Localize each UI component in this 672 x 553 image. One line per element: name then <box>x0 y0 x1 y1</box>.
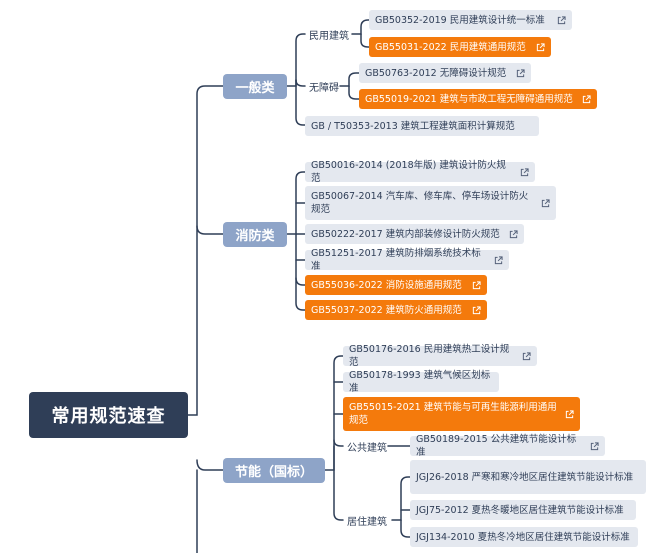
standard-label: GB50189-2015 公共建筑节能设计标准 <box>416 434 577 458</box>
standard-label: GB55036-2022 消防设施通用规范 <box>311 279 462 291</box>
standard-leaf[interactable]: GB50189-2015 公共建筑节能设计标准 <box>410 434 605 458</box>
standard-label: GB / T50353-2013 建筑工程建筑面积计算规范 <box>311 120 515 132</box>
standard-label: GB50067-2014 汽车库、修车库、停车场设计防火规范 <box>311 191 529 215</box>
standard-leaf[interactable]: GB50352-2019 民用建筑设计统一标准 <box>369 10 572 30</box>
standard-leaf[interactable]: GB51251-2017 建筑防排烟系统技术标准 <box>305 248 509 272</box>
standard-label: JGJ26-2018 严寒和寒冷地区居住建筑节能设计标准 <box>416 471 634 483</box>
external-link-icon[interactable] <box>541 198 550 208</box>
standard-label: GB50763-2012 无障碍设计规范 <box>365 67 507 79</box>
category-general[interactable]: 一般类 <box>223 74 287 99</box>
subgroup-civil: 民用建筑 <box>309 30 349 42</box>
standard-label: GB50016-2014 (2018年版) 建筑设计防火规范 <box>311 160 506 184</box>
standard-leaf-highlighted[interactable]: GB55037-2022 建筑防火通用规范 <box>305 300 487 320</box>
standard-leaf[interactable]: GB50016-2014 (2018年版) 建筑设计防火规范 <box>305 160 535 184</box>
standard-label: GB50222-2017 建筑内部装修设计防火规范 <box>311 228 500 240</box>
standard-label: GB55031-2022 民用建筑通用规范 <box>375 41 526 53</box>
standard-leaf-highlighted[interactable]: GB55019-2021 建筑与市政工程无障碍通用规范 <box>359 89 597 109</box>
standard-leaf[interactable]: JGJ75-2012 夏热冬暖地区居住建筑节能设计标准 <box>410 500 636 520</box>
subgroup-barrier: 无障碍 <box>309 82 339 94</box>
category-energy[interactable]: 节能（国标） <box>223 458 325 483</box>
standard-leaf[interactable]: GB50176-2016 民用建筑热工设计规范 <box>343 344 537 368</box>
standard-label: GB55019-2021 建筑与市政工程无障碍通用规范 <box>365 93 573 105</box>
subgroup-public: 公共建筑 <box>347 442 387 454</box>
standard-label: GB50178-1993 建筑气候区划标准 <box>349 370 491 394</box>
mindmap-root: 常用规范速查 <box>29 392 188 438</box>
standard-leaf[interactable]: JGJ134-2010 夏热冬冷地区居住建筑节能设计标准 <box>410 527 638 547</box>
external-link-icon[interactable] <box>557 15 566 25</box>
standard-label: GB50352-2019 民用建筑设计统一标准 <box>375 14 545 26</box>
external-link-icon[interactable] <box>494 255 503 265</box>
subgroup-residential: 居住建筑 <box>347 516 387 528</box>
external-link-icon[interactable] <box>472 305 481 315</box>
standard-leaf[interactable]: GB50222-2017 建筑内部装修设计防火规范 <box>305 224 524 244</box>
external-link-icon[interactable] <box>522 351 531 361</box>
external-link-icon[interactable] <box>509 229 518 239</box>
external-link-icon[interactable] <box>516 68 525 78</box>
external-link-icon[interactable] <box>565 409 574 419</box>
external-link-icon[interactable] <box>472 280 481 290</box>
external-link-icon[interactable] <box>536 42 545 52</box>
external-link-icon[interactable] <box>520 167 529 177</box>
external-link-icon[interactable] <box>582 94 591 104</box>
standard-leaf[interactable]: JGJ26-2018 严寒和寒冷地区居住建筑节能设计标准 <box>410 460 646 494</box>
standard-label: GB50176-2016 民用建筑热工设计规范 <box>349 344 510 368</box>
standard-label: JGJ75-2012 夏热冬暖地区居住建筑节能设计标准 <box>416 504 624 516</box>
external-link-icon[interactable] <box>590 441 599 451</box>
category-fire[interactable]: 消防类 <box>223 222 287 247</box>
standard-leaf-highlighted[interactable]: GB55031-2022 民用建筑通用规范 <box>369 37 551 57</box>
standard-label: GB51251-2017 建筑防排烟系统技术标准 <box>311 248 481 272</box>
standard-leaf[interactable]: GB50178-1993 建筑气候区划标准 <box>343 370 499 394</box>
standard-leaf[interactable]: GB50763-2012 无障碍设计规范 <box>359 63 531 83</box>
standard-leaf[interactable]: GB50067-2014 汽车库、修车库、停车场设计防火规范 <box>305 186 556 220</box>
standard-leaf-highlighted[interactable]: GB55015-2021 建筑节能与可再生能源利用通用规范 <box>343 397 580 431</box>
standard-label: GB55015-2021 建筑节能与可再生能源利用通用规范 <box>349 402 557 426</box>
standard-leaf-highlighted[interactable]: GB55036-2022 消防设施通用规范 <box>305 275 487 295</box>
standard-leaf[interactable]: GB / T50353-2013 建筑工程建筑面积计算规范 <box>305 116 539 136</box>
standard-label: GB55037-2022 建筑防火通用规范 <box>311 304 462 316</box>
standard-label: JGJ134-2010 夏热冬冷地区居住建筑节能设计标准 <box>416 531 630 543</box>
